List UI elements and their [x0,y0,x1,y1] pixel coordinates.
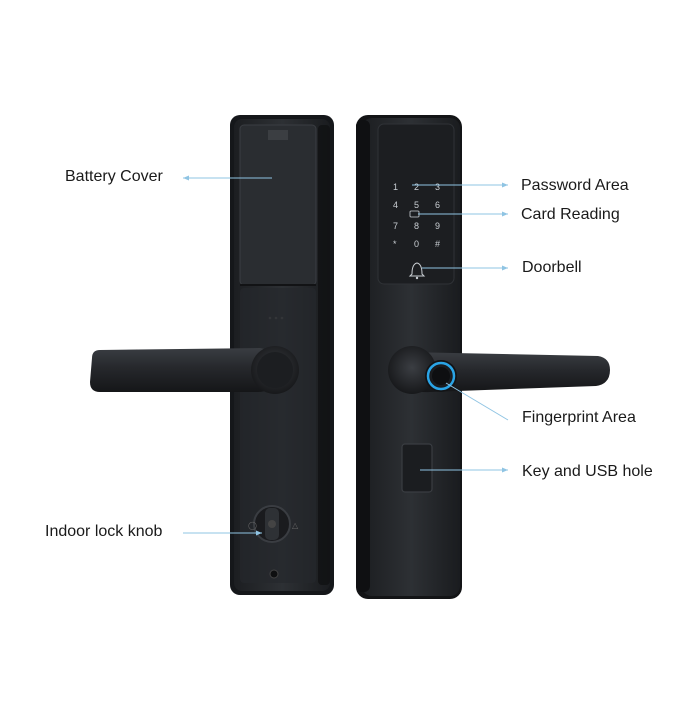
fingerprint-sensor-icon [426,361,456,391]
key-4: 4 [393,200,398,210]
key-7: 7 [393,221,398,231]
key-2: 2 [414,182,419,192]
battery-cover-latch [268,130,288,140]
label-password-area: Password Area [521,177,629,194]
label-battery-cover: Battery Cover [65,168,163,185]
callout-line-fingerprint [445,382,509,421]
indoor-keyhole [269,569,279,579]
label-card-reading: Card Reading [521,206,620,223]
svg-text:△: △ [292,521,299,530]
keypad: 1 2 3 4 5 6 7 8 9 * 0 # [393,182,440,249]
svg-text:◯: ◯ [248,521,257,530]
key-0: 0 [414,239,419,249]
label-indoor-lock-knob: Indoor lock knob [45,523,163,540]
outdoor-handle [388,346,610,394]
key-6: 6 [435,200,440,210]
label-key-usb-hole: Key and USB hole [522,463,653,480]
key-8: 8 [414,221,419,231]
indoor-panel: ◯ △ [90,115,334,595]
key-star: * [393,239,397,249]
outdoor-panel: 1 2 3 4 5 6 7 8 9 * 0 # [356,115,610,599]
keypad-glass [377,123,455,285]
battery-cover [239,124,317,286]
key-3: 3 [435,182,440,192]
label-fingerprint-area: Fingerprint Area [522,409,636,426]
key-5: 5 [414,200,419,210]
indoor-lock-knob: ◯ △ [248,505,299,543]
key-hash: # [435,239,440,249]
key-usb-cover [401,443,433,493]
key-9: 9 [435,221,440,231]
indoor-handle [90,346,299,394]
key-1: 1 [393,182,398,192]
callout-lines [183,177,509,534]
label-doorbell: Doorbell [522,259,582,276]
bell-icon [408,262,426,280]
